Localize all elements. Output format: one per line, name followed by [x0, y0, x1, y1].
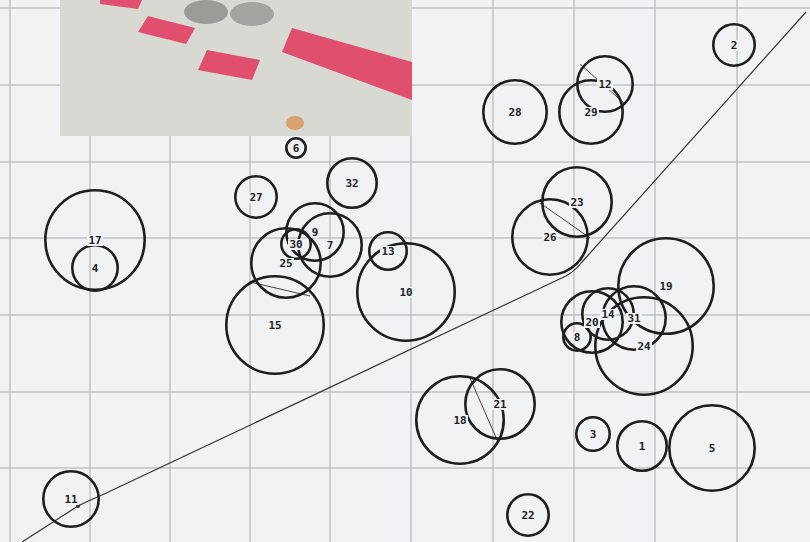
- numbered-circle: 11: [42, 470, 100, 528]
- numbered-circle: 4: [71, 244, 119, 292]
- numbered-circle: 30: [280, 228, 312, 260]
- numbered-circle: 18: [415, 375, 505, 465]
- circle-number: 3: [589, 429, 598, 440]
- circle-number: 4: [91, 263, 100, 274]
- circle-number: 12: [597, 79, 612, 90]
- circle-number: 23: [569, 197, 584, 208]
- trajectory-dot: [76, 504, 80, 508]
- circle-number: 10: [398, 287, 413, 298]
- numbered-circle: 13: [368, 231, 408, 271]
- circle-number: 8: [573, 332, 582, 343]
- numbered-circle: 6: [285, 137, 307, 159]
- circle-number: 25: [278, 258, 293, 269]
- circle-number: 24: [636, 341, 651, 352]
- circle-number: 7: [326, 240, 335, 251]
- numbered-circle: 12: [576, 55, 634, 113]
- circle-number: 17: [87, 235, 102, 246]
- numbered-circle: 32: [326, 157, 378, 209]
- circle-number: 27: [248, 192, 263, 203]
- circle-number: 18: [452, 415, 467, 426]
- circle-number: 29: [583, 107, 598, 118]
- numbered-circle: 3: [575, 416, 611, 452]
- circle-number: 19: [658, 281, 673, 292]
- circle-number: 21: [492, 399, 507, 410]
- circle-number: 26: [542, 232, 557, 243]
- intersection-chords: [250, 64, 625, 442]
- numbered-circle: 5: [668, 404, 756, 492]
- numbered-circle: 7: [297, 212, 363, 278]
- circle-number: 30: [288, 239, 303, 250]
- numbered-circle: 17 4: [44, 189, 146, 291]
- numbered-circle: 1: [616, 420, 668, 472]
- numbered-circle: 25: [250, 227, 322, 299]
- circle-number: 31: [626, 313, 641, 324]
- numbered-circle: 15: [225, 275, 325, 375]
- circle-number: 2: [730, 40, 739, 51]
- numbered-circle: 26: [511, 198, 589, 276]
- circle-number: 20: [584, 317, 599, 328]
- numbered-circle: 10: [356, 242, 456, 342]
- circle-number: 28: [507, 107, 522, 118]
- circle-number: 5: [708, 443, 717, 454]
- circle-number: 13: [380, 246, 395, 257]
- circle-number: 22: [520, 510, 535, 521]
- circle-number: 32: [344, 178, 359, 189]
- circle-number: 11: [63, 494, 78, 505]
- circle-number: 1: [638, 441, 647, 452]
- numbered-circle: 28: [482, 79, 548, 145]
- circle-number: 6: [292, 143, 301, 154]
- trajectory-curve: [22, 12, 806, 542]
- numbered-circle: 23: [541, 166, 613, 238]
- inset-photo: [60, 0, 412, 136]
- circle-number: 14: [600, 309, 615, 320]
- numbered-circle: 22: [506, 493, 550, 537]
- numbered-circle: 2: [712, 23, 756, 67]
- numbered-circle: 27: [234, 175, 278, 219]
- numbered-circle: 29: [558, 79, 624, 145]
- numbered-circle: 9: [285, 202, 345, 262]
- circle-number: 9: [311, 227, 320, 238]
- circle-number: 15: [267, 320, 282, 331]
